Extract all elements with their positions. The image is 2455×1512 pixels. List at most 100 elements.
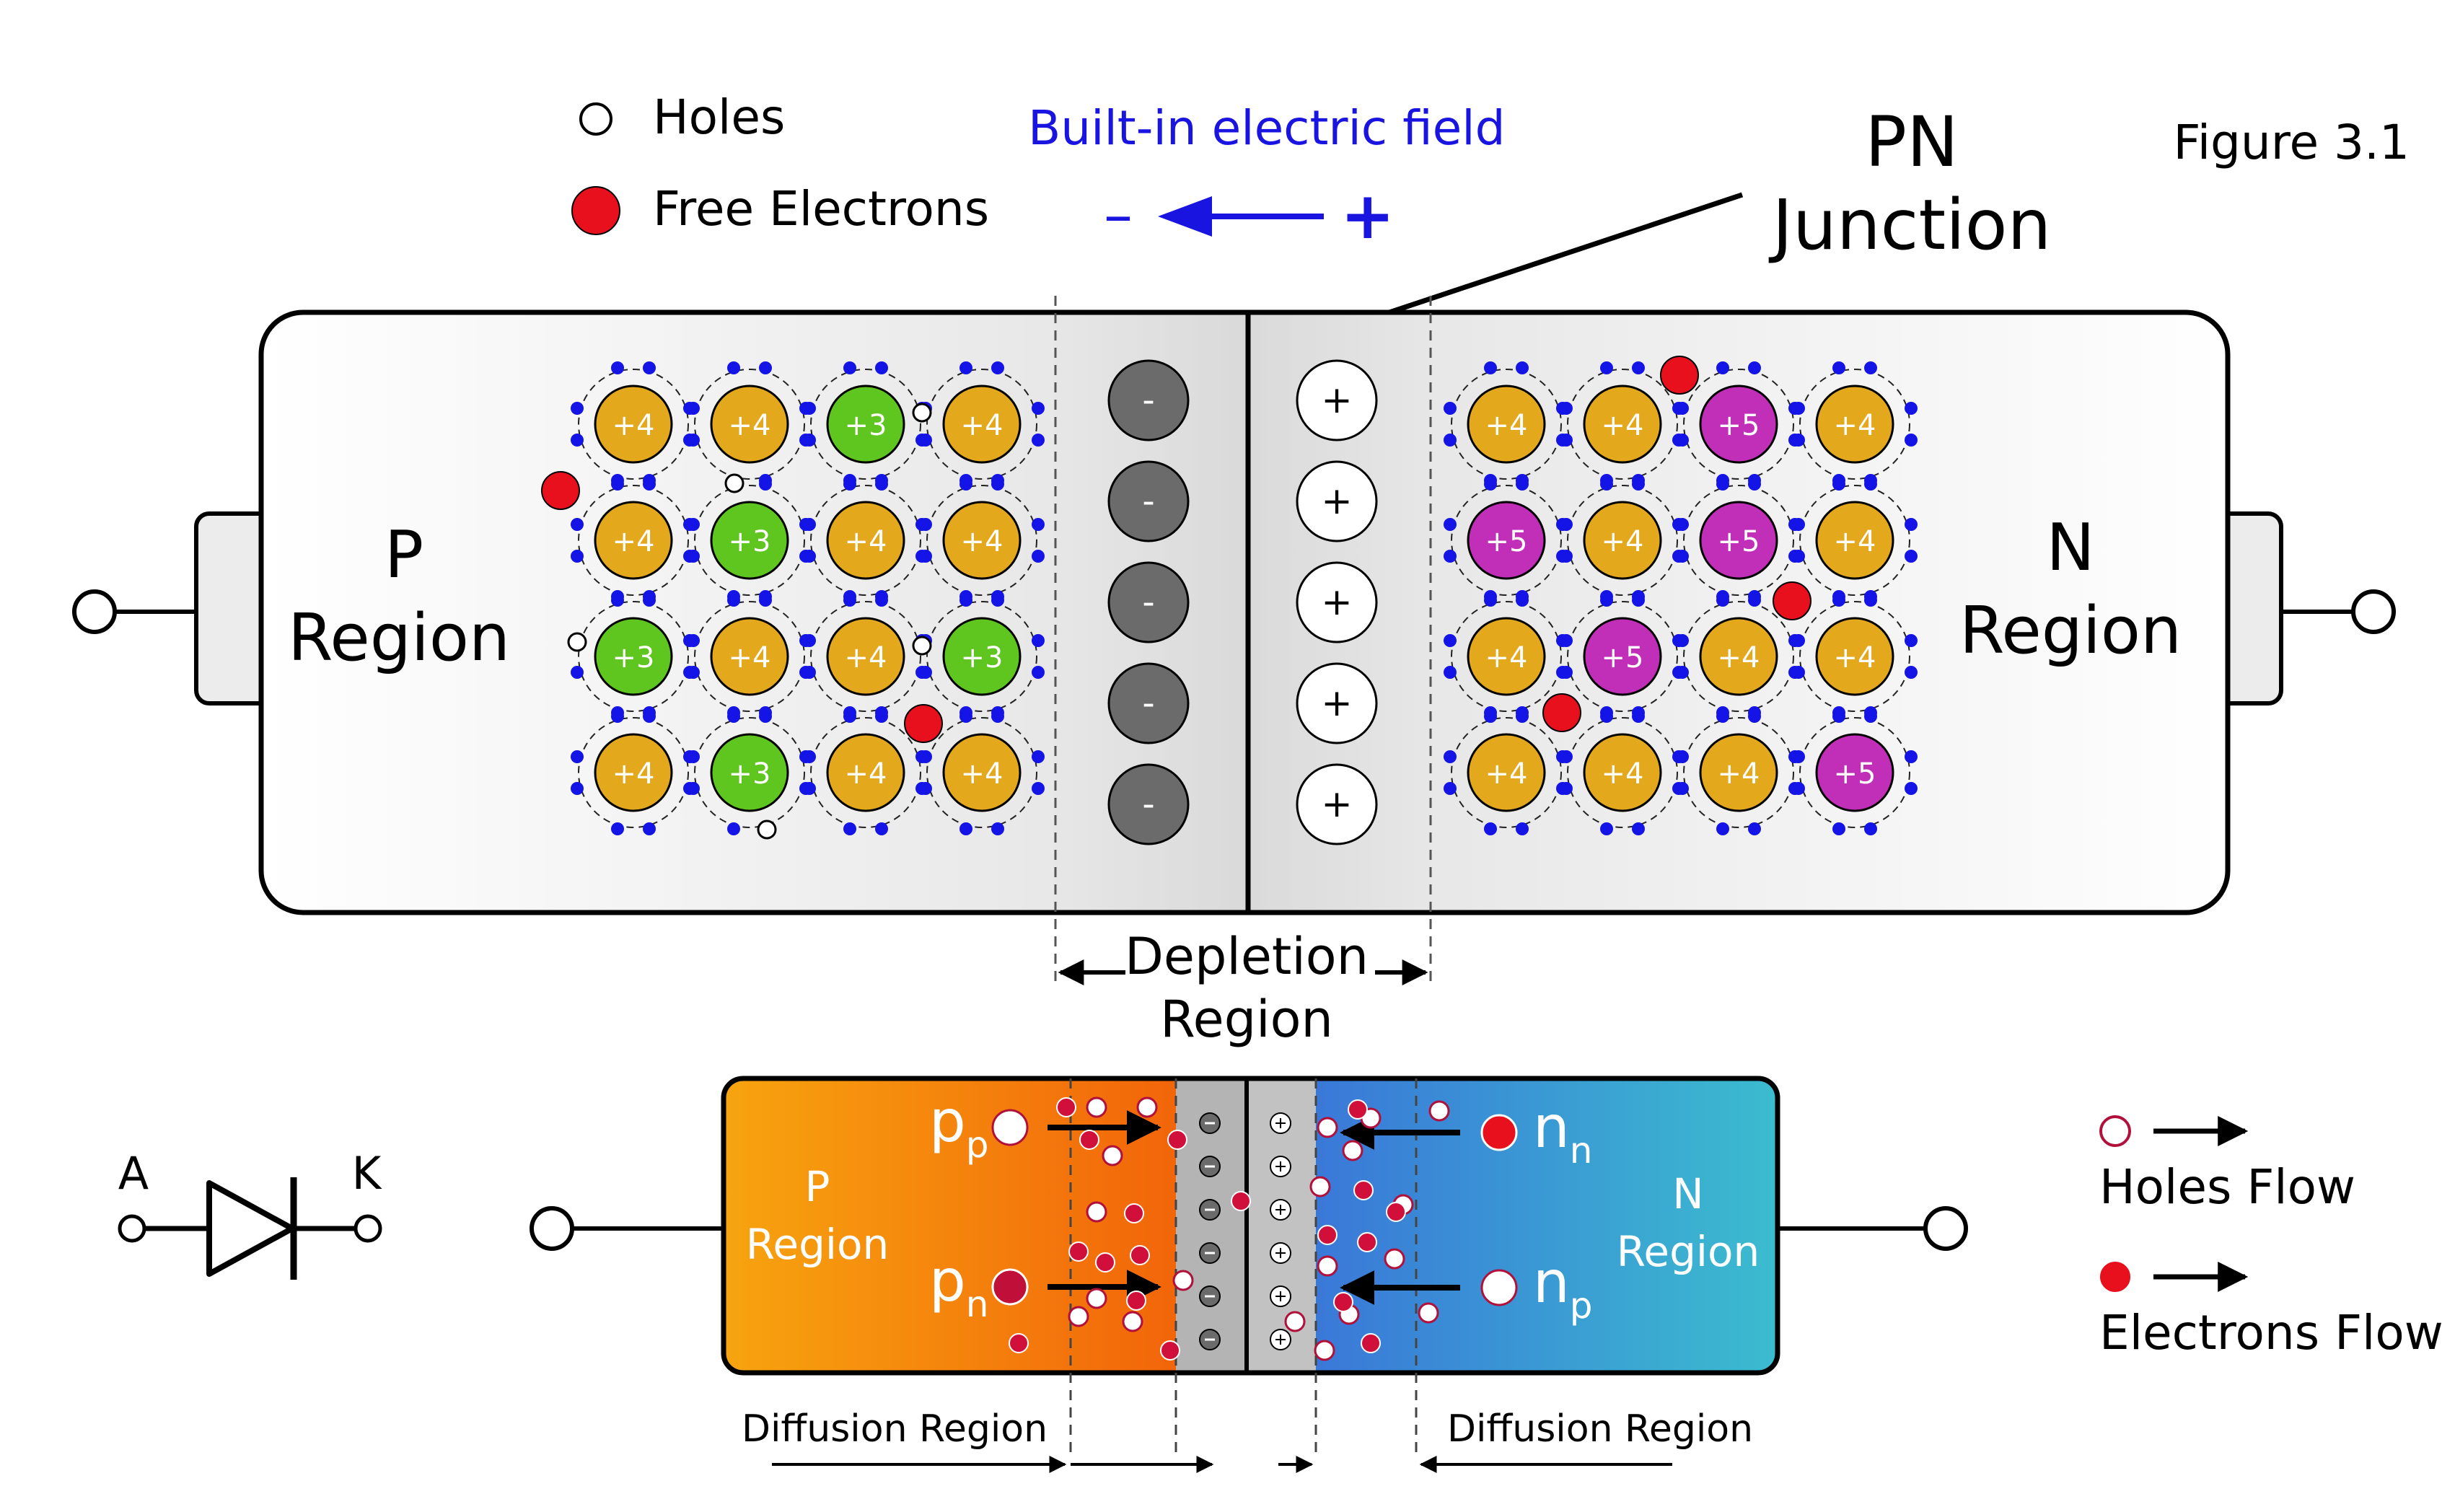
atom-charge-label: +3 [961,641,1003,674]
atom-charge-label: +5 [1718,409,1760,442]
valence-electron [687,518,700,531]
valence-electron [727,594,740,607]
valence-electron [843,478,856,491]
valence-electron [959,361,972,374]
atom-charge-label: +3 [729,525,771,558]
atom-core [942,384,1022,464]
valence-electron [571,550,584,563]
figure-label: Figure 3.1 [2174,115,2410,170]
valence-electron [1716,822,1729,835]
valence-electron [1444,782,1457,795]
valence-electron [1444,750,1457,763]
positive-ion [1296,662,1378,744]
valence-electron [1560,434,1573,447]
atom-charge-label: +4 [1602,409,1644,442]
hole [912,403,932,423]
n-region-label-line1: N [2046,510,2094,586]
valence-electron [1600,594,1613,607]
valence-electron [875,710,888,723]
diffusing-electron [1056,1097,1076,1117]
diffusing-electron [1317,1225,1338,1245]
bottom-p-label-line2: Region [746,1220,890,1269]
diffusing-hole [1086,1288,1107,1309]
atom-core [1815,617,1894,696]
negative-ion-sign: - [1142,380,1154,421]
valence-electron [875,822,888,835]
bond-orbit [926,717,1037,828]
valence-electron [571,434,584,447]
diode-symbol: A K [118,1147,382,1280]
valence-electron [803,518,816,531]
atom-core [826,733,905,812]
valence-electron [803,434,816,447]
valence-electron [1032,666,1045,679]
valence-electron [1905,402,1918,415]
valence-electron [1600,822,1613,835]
depletion-label-line2: Region [1160,990,1333,1049]
valence-electron [1032,402,1045,415]
diffusing-hole [1317,1255,1338,1277]
valence-electron [1792,434,1805,447]
valence-electron [759,478,772,491]
valence-electron [687,634,700,647]
anode-terminal [118,1214,146,1243]
valence-electron [1444,402,1457,415]
valence-electron [1716,478,1729,491]
valence-electron [611,710,624,723]
valence-electron [1748,361,1761,374]
valence-electron [571,518,584,531]
bond-orbit [1567,601,1678,712]
atom-core [1699,733,1778,812]
valence-electron [1560,750,1573,763]
diffusing-hole [1284,1311,1306,1332]
negative-ion [1107,662,1190,744]
valence-electron [843,361,856,374]
atom-core [1583,733,1662,812]
bond-orbit [694,601,805,712]
atom-core [1583,501,1662,580]
valence-electron [803,550,816,563]
valence-electron [1832,822,1845,835]
diffusing-hole [1086,1096,1107,1118]
valence-electron [1864,594,1877,607]
atom-core [826,617,905,696]
pn-electron-icon [991,1268,1029,1306]
valence-electron [1676,434,1689,447]
atom-charge-label: +4 [961,757,1003,791]
atom-core [1815,733,1894,812]
valence-electron [1792,750,1805,763]
atom-charge-label: +4 [612,757,655,791]
atom-charge-label: +5 [1602,641,1644,674]
atom-core [1583,617,1662,696]
valence-electron [1676,518,1689,531]
diffusing-carriers [1009,1096,1450,1361]
bond-orbit [694,717,805,828]
atom-charge-label: +4 [1718,641,1760,674]
diffusing-hole [1136,1096,1158,1118]
valence-electron [959,478,972,491]
free-electron [541,471,580,510]
negative-ion-sign: - [1142,683,1154,724]
valence-electron [643,822,656,835]
bond-orbit [1451,369,1562,480]
diffusing-electron [1231,1191,1251,1211]
valence-electron [1676,550,1689,563]
hole [757,819,777,840]
nn-electron-icon [1480,1114,1518,1151]
diffusing-electron [1160,1340,1180,1361]
atom-charge-label: +5 [1718,525,1760,558]
bond-orbit [694,369,805,480]
negative-ion [1107,460,1190,542]
field-minus-sign: – [1104,181,1133,248]
diffusing-electron [1348,1099,1368,1120]
bottom-p-label-line1: P [805,1162,830,1211]
diffusing-electron [1009,1333,1029,1353]
n-lattice: +4+4+5+4+5+4+5+4+4+5+4+4+4+4+4+5 [1444,361,1918,835]
diffusing-electron [1167,1130,1187,1150]
valence-electron [687,750,700,763]
valence-electron [991,594,1004,607]
atom-charge-label: +4 [612,525,655,558]
valence-electron [759,710,772,723]
valence-electron [643,710,656,723]
positive-ion-sign: + [1321,682,1353,725]
